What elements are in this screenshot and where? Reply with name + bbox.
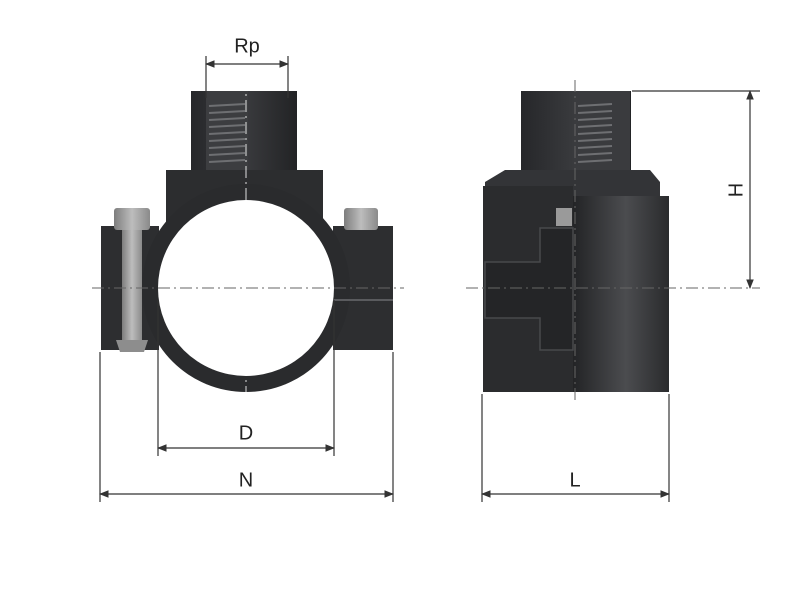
front-bolt-shank bbox=[122, 228, 142, 340]
front-bolt-head bbox=[114, 208, 150, 230]
front-right-nut bbox=[344, 208, 378, 230]
h-label: H bbox=[725, 183, 747, 197]
side-view bbox=[466, 80, 760, 404]
d-label: D bbox=[239, 422, 253, 444]
rp-label: Rp bbox=[234, 35, 260, 57]
side-bore-cutaway bbox=[573, 196, 669, 392]
dimensions bbox=[99, 56, 760, 502]
side-stepped-section bbox=[484, 227, 574, 351]
side-thread-lines bbox=[577, 103, 613, 163]
side-bolt-insert bbox=[556, 208, 572, 226]
front-view bbox=[92, 78, 404, 400]
n-label: N bbox=[239, 469, 253, 491]
l-label: L bbox=[569, 469, 580, 491]
front-thread-lines bbox=[208, 103, 246, 163]
front-bolt-nut bbox=[116, 340, 148, 352]
